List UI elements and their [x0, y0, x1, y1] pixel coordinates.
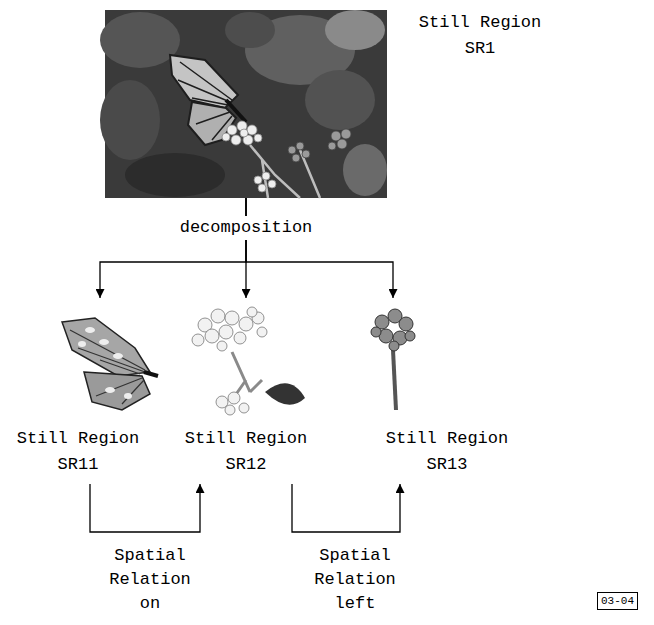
region-label: Still Region SR1 — [410, 10, 550, 62]
region-label: Still Region SR12 — [177, 426, 315, 478]
butterfly-cutout — [62, 318, 158, 410]
still-region: Still Region SR11 — [7, 298, 149, 484]
still-region: Still Region SR12 — [177, 298, 315, 484]
figure-number: 03-04 — [597, 592, 638, 610]
connector-arrow — [90, 484, 200, 532]
bud-cutout — [371, 309, 415, 410]
connector-arrow — [292, 484, 400, 532]
connector-arrow — [100, 198, 246, 298]
relation-label: Spatial Relation left — [301, 544, 409, 616]
relation-label: decomposition — [176, 216, 317, 240]
flower-cutout — [192, 307, 305, 415]
relation-label: Spatial Relation on — [96, 544, 204, 616]
region-label: Still Region SR13 — [377, 426, 517, 478]
region-label: Still Region SR11 — [7, 426, 149, 478]
photo-scene — [100, 10, 387, 198]
still-region: Still Region SR1 — [105, 10, 387, 198]
still-region: Still Region SR13 — [377, 298, 517, 484]
connector-arrow — [246, 198, 393, 298]
